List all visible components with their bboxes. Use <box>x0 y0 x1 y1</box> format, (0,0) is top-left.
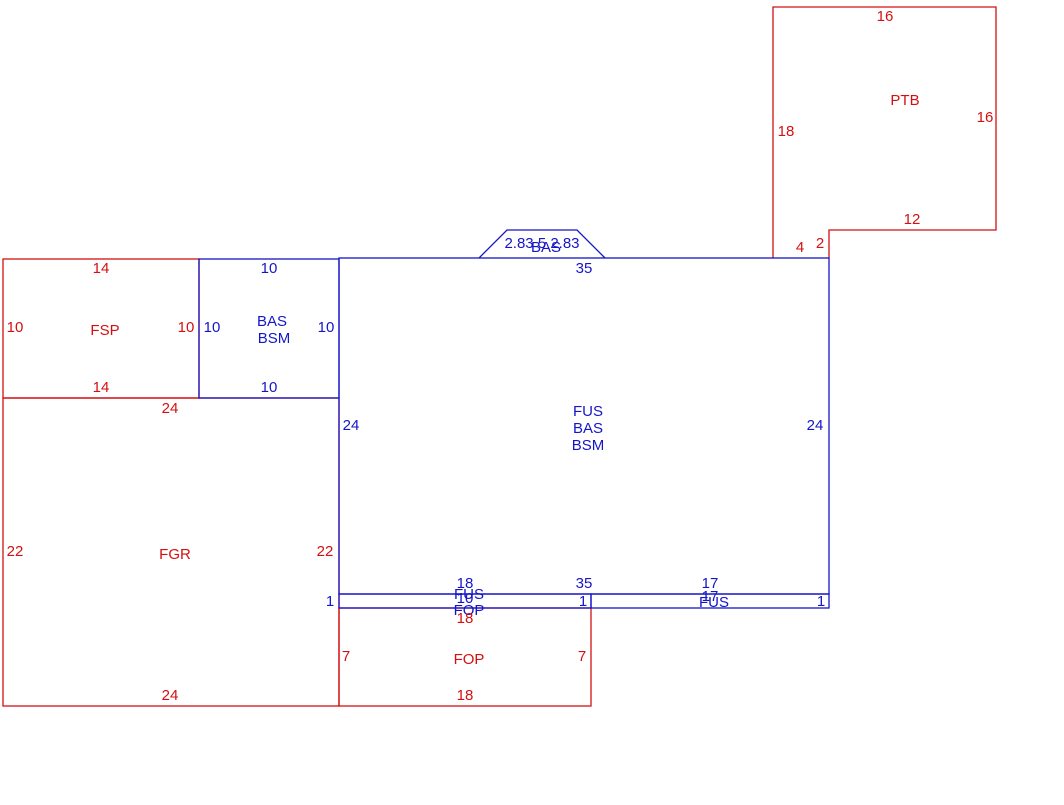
strip-18-dim: 18 <box>457 575 474 592</box>
main-left-dim: 24 <box>343 417 360 434</box>
main-label-1: FUS <box>573 403 603 420</box>
strip-left-fus-label: FUS <box>454 586 484 603</box>
strip-17-bottom-dim: 17 <box>702 588 719 605</box>
bas-label-1: BAS <box>257 313 287 330</box>
fgr-label: FGR <box>159 546 191 563</box>
strip-right-fus-label: FUS <box>699 594 729 611</box>
strip-right-end-dim: 1 <box>817 593 825 610</box>
ptb-right-dim: 16 <box>977 109 994 126</box>
ptb-bottom-dim: 12 <box>904 211 921 228</box>
fgr-right-dim: 22 <box>317 543 334 560</box>
strip-mid-dim: 1 <box>579 593 587 610</box>
fop-label: FOP <box>454 651 485 668</box>
ptb-left-dim: 18 <box>778 123 795 140</box>
fsp-left-dim: 10 <box>7 319 24 336</box>
bas-label-2: BSM <box>258 330 291 347</box>
fgr-bottom-dim: 24 <box>162 687 179 704</box>
notch-4-dim: 4 <box>796 239 804 256</box>
notch-2-dim: 2 <box>816 235 824 252</box>
blue-outlines <box>198 229 830 609</box>
strip-fop-label: FOP <box>454 602 485 619</box>
fsp-top-dim: 14 <box>93 260 110 277</box>
bay-label: BAS <box>531 239 561 256</box>
strip-17-top-dim: 17 <box>702 575 719 592</box>
fop-left-dim: 7 <box>342 648 350 665</box>
main-label-2: BAS <box>573 420 603 437</box>
main-right-dim: 24 <box>807 417 824 434</box>
fgr-top-dim: 24 <box>162 400 179 417</box>
fsp-right-dim: 10 <box>178 319 195 336</box>
bay-dims: 2.83 5 2.83 <box>504 235 579 252</box>
ptb-top-dim: 16 <box>877 8 894 25</box>
red-outlines <box>2 6 997 707</box>
main-label-3: BSM <box>572 437 605 454</box>
main-bottom-dim: 35 <box>576 575 593 592</box>
bas-left-dim: 10 <box>204 319 221 336</box>
ptb-outline <box>772 6 997 258</box>
fgr-left-dim: 22 <box>7 543 24 560</box>
main-top-dim: 35 <box>576 260 593 277</box>
bas-top-dim: 10 <box>261 260 278 277</box>
ptb-label: PTB <box>890 92 919 109</box>
strip-left-end-dim: 1 <box>326 593 334 610</box>
fop-bottom-dim: 18 <box>457 687 474 704</box>
bas-right-dim: 10 <box>318 319 335 336</box>
bay-outline <box>478 229 606 259</box>
fop-right-dim: 7 <box>578 648 586 665</box>
fop-top-dim: 18 <box>457 610 474 627</box>
strip-10-dim: 10 <box>457 590 474 607</box>
fsp-bottom-dim: 14 <box>93 379 110 396</box>
fsp-label: FSP <box>90 322 119 339</box>
strip-right-outline <box>590 593 830 609</box>
bas-bottom-dim: 10 <box>261 379 278 396</box>
